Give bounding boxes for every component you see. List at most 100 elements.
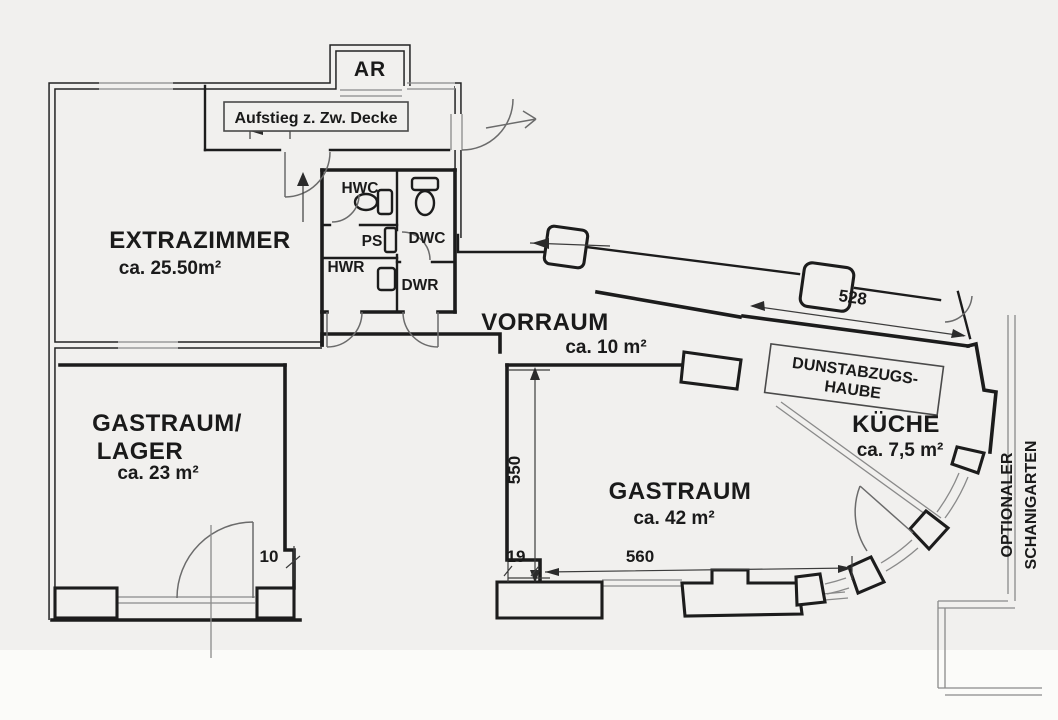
curve-pier [794, 572, 827, 607]
label-ps: PS [362, 233, 383, 250]
toilet-bowl [353, 192, 379, 212]
door-arc-dwc [401, 231, 431, 261]
sink [376, 266, 397, 292]
label-aufstieg: Aufstieg z. Zw. Decke [235, 110, 398, 127]
dunstabzugshaube-label-box [763, 342, 945, 417]
area-kueche: ca. 7,5 m² [857, 440, 944, 461]
dim-line-10 [285, 546, 301, 580]
wall-segment [594, 289, 743, 320]
outer-walls-hollow [48, 44, 462, 620]
label-hwc: HWC [341, 180, 378, 197]
kitchen-counter-line [775, 401, 942, 523]
column [542, 224, 590, 270]
column [798, 261, 856, 313]
interior-walls [50, 84, 998, 622]
border-line [938, 687, 1042, 696]
wall-pier [255, 586, 296, 620]
exit-arrow-icon [485, 110, 537, 129]
curve-pier [907, 508, 951, 552]
curve-pier [950, 445, 986, 475]
dim-528-text-group: 528 [837, 286, 868, 309]
dunstabzugshaube-box-group [763, 342, 945, 417]
dim-line-19 [503, 560, 540, 582]
window [99, 82, 173, 90]
arrows [297, 172, 611, 249]
dim-arrow [750, 301, 765, 311]
dim-text-560: 560 [626, 547, 654, 566]
door-arc-corridor-end [944, 295, 973, 323]
area-vorraum: ca. 10 m² [565, 337, 646, 358]
shaft-box [383, 226, 398, 254]
wall-core [173, 45, 410, 89]
label-schanigarten-2: SCHANIGARTEN [1023, 441, 1040, 570]
wall-segment [853, 286, 942, 302]
label-gastraum-lager-1: GASTRAUM/ [92, 410, 242, 437]
door-arc-hwc [331, 194, 360, 223]
curve-pier [847, 554, 887, 596]
wall-segment [584, 245, 801, 276]
wall-pier [680, 568, 804, 618]
label-ar: AR [354, 58, 386, 81]
dim-arrow [838, 565, 852, 573]
schanigarten-border [937, 315, 1042, 696]
dim-text-528: 528 [837, 286, 868, 309]
border-line [938, 600, 1015, 609]
label-extrazimmer: EXTRAZIMMER [109, 227, 291, 254]
dim-arrow [951, 329, 966, 338]
wall-segment [456, 233, 548, 254]
window [340, 89, 402, 97]
door-threshold [450, 114, 463, 150]
wall-segment [740, 313, 971, 349]
dim-text-10: 10 [260, 547, 279, 566]
label-gastraum-lager-2: LAGER [97, 438, 184, 465]
door-arc-hwr [326, 311, 363, 348]
door-arc-kueche [854, 485, 914, 552]
piers-and-pillars [53, 224, 986, 620]
column-body [798, 261, 856, 313]
doors [176, 98, 973, 658]
label-hwr: HWR [327, 259, 364, 276]
dim-550-text-group: 550 [505, 456, 524, 484]
labels: AR Aufstieg z. Zw. Decke EXTRAZIMMER ca.… [92, 58, 1040, 569]
dim-text-550: 550 [505, 456, 524, 484]
area-extrazimmer: ca. 25.50m² [119, 258, 221, 279]
label-dwc: DWC [408, 230, 445, 247]
wall-core [455, 83, 461, 114]
wall-pier [495, 580, 604, 620]
dim-text-19: 19 [507, 547, 526, 566]
wall-core [49, 83, 99, 620]
border-line [937, 601, 946, 688]
label-schanigarten-1: OPTIONALER [999, 452, 1016, 557]
label-dwr: DWR [401, 277, 438, 294]
window [602, 579, 682, 587]
wall-segment [956, 290, 972, 340]
aufstieg-label-box [223, 101, 409, 132]
curved-window [880, 539, 919, 572]
wall-segment [505, 363, 542, 584]
paper-bottom-strip [0, 650, 1058, 720]
window [118, 341, 178, 349]
label-vorraum: VORRAUM [481, 309, 609, 336]
dim-line-528 [751, 305, 965, 337]
area-gastraum-lager: ca. 23 m² [117, 463, 198, 484]
sanitary-fixtures [353, 176, 440, 292]
stair-arrow-head [297, 172, 309, 186]
column [679, 350, 743, 391]
window [407, 82, 455, 90]
schanigarten-text-group-1: OPTIONALER [999, 452, 1016, 557]
dim-arrow [530, 367, 540, 380]
wall-segment [965, 341, 998, 454]
dim-arrow [545, 568, 559, 576]
column-body [542, 224, 590, 270]
border-line [1007, 315, 1016, 601]
curved-window [936, 472, 969, 519]
door-arc-dwr [402, 311, 439, 348]
curved-window [824, 577, 850, 595]
window [118, 596, 255, 604]
label-gastraum: GASTRAUM [609, 478, 752, 505]
dimension-lines [249, 123, 966, 583]
door-arc-entrance [461, 98, 514, 151]
dim-line-550 [508, 369, 550, 579]
